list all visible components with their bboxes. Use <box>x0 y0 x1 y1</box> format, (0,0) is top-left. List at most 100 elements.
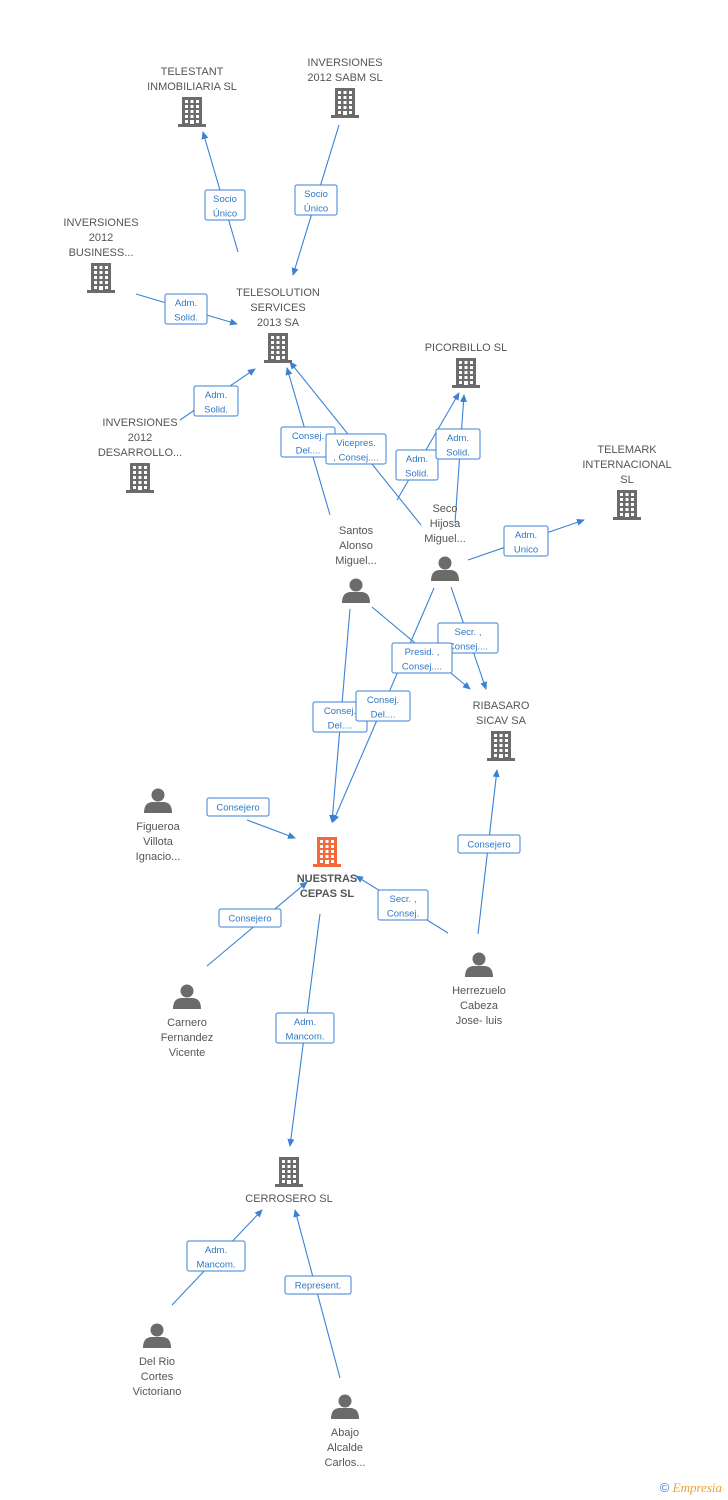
edge-label-text: Adm. <box>294 1017 316 1028</box>
edge-label-carnero-to-nuestras[interactable]: Consejero <box>218 908 282 928</box>
node-abajo[interactable]: AbajoAlcaldeCarlos... <box>325 1394 366 1470</box>
edge-label-seco-to-telesolution[interactable]: Vicepres., Consej.... <box>325 433 387 465</box>
building-icon <box>126 463 154 493</box>
node-ribasaro[interactable]: RIBASARO SICAV SA <box>473 700 530 761</box>
node-label-telesolution: 2013 SA <box>257 317 300 329</box>
node-label-inv2012business: BUSINESS... <box>69 247 134 259</box>
node-label-abajo: Carlos... <box>325 1457 366 1469</box>
node-label-santos: Santos <box>339 525 374 537</box>
edge-label-text: Unico <box>514 545 538 556</box>
edge-label-text: Consejero <box>467 840 510 851</box>
building-icon <box>613 490 641 520</box>
building-icon <box>331 88 359 118</box>
edge-label-abajo-to-cerrosero[interactable]: Represent. <box>284 1275 352 1295</box>
edge-label-text: Adm. <box>175 298 197 309</box>
node-santos[interactable]: SantosAlonsoMiguel... <box>335 525 377 603</box>
building-icon <box>264 333 292 363</box>
node-label-inv2012sabm: INVERSIONES <box>307 57 382 69</box>
edge-label-seco-to-telemark[interactable]: Adm. Unico <box>503 525 549 557</box>
node-label-telesolution: TELESOLUTION <box>236 287 320 299</box>
person-icon <box>465 952 493 977</box>
node-label-santos: Alonso <box>339 540 373 552</box>
edge-label-seco-to-nuestras[interactable]: Consej.Del.... <box>355 690 411 722</box>
building-icon <box>452 358 480 388</box>
edge-label-text: , Consej.... <box>333 453 378 464</box>
edge-label-santos-to-ribasaro[interactable]: Presid. ,Consej.... <box>391 642 453 674</box>
edge-label-figueroa-to-nuestras[interactable]: Consejero <box>206 797 270 817</box>
node-label-seco: Seco <box>432 503 457 515</box>
building-icon <box>275 1157 303 1187</box>
node-label-ribasaro: RIBASARO <box>473 700 530 712</box>
node-label-telemark: TELEMARK <box>597 444 657 456</box>
edge-label-text: Solid. <box>174 313 198 324</box>
edge-label-santos-to-nuestras[interactable]: Consej.Del.... <box>312 701 368 733</box>
node-inv2012sabm[interactable]: INVERSIONES 2012 SABM SL <box>307 57 383 118</box>
node-label-inv2012desarrollo: DESARROLLO... <box>98 447 182 459</box>
edge-label-text: Solid. <box>446 448 470 459</box>
edge-label-text: Represent. <box>295 1281 341 1292</box>
edge-label-delrio-to-cerrosero[interactable]: Adm. Mancom. <box>186 1240 246 1272</box>
node-label-delrio: Cortes <box>141 1371 174 1383</box>
edge-label-text: Único <box>213 209 237 220</box>
node-picorbillo[interactable]: PICORBILLO SL <box>425 342 508 388</box>
node-label-inv2012business: INVERSIONES <box>63 217 138 229</box>
node-label-picorbillo: PICORBILLO SL <box>425 342 508 354</box>
edge-label-nuestras-to-cerrosero[interactable]: Adm.Mancom. <box>275 1012 335 1044</box>
edge-label-box <box>391 642 453 674</box>
edge-label-text: Consej.... <box>402 662 442 673</box>
edge-label-text: Consej. <box>292 431 324 442</box>
building-icon <box>313 837 341 867</box>
edge-label-santos-to-telesolution[interactable]: Consej.Del.... <box>280 426 336 458</box>
edge-label-box <box>186 1240 246 1272</box>
edge-label-box <box>206 797 270 817</box>
node-label-telemark: SL <box>620 474 633 486</box>
node-seco[interactable]: SecoHijosaMiguel... <box>424 503 466 581</box>
edge-label-text: Socio <box>304 189 328 200</box>
node-inv2012business[interactable]: INVERSIONES2012BUSINESS... <box>63 217 139 293</box>
person-icon <box>173 984 201 1009</box>
person-icon <box>144 788 172 813</box>
edge-label-inv2012business-to-telesolution[interactable]: Adm. Solid. <box>164 293 208 325</box>
edge-label-text: Consejero <box>216 803 259 814</box>
edge-label-text: Del.... <box>371 710 396 721</box>
node-figueroa[interactable]: FigueroaVillotaIgnacio... <box>136 788 181 864</box>
node-inv2012desarrollo[interactable]: INVERSIONES2012DESARROLLO... <box>98 417 182 493</box>
edge-labels-layer: SocioÚnicoSocioÚnicoAdm.Solid.Adm.Solid.… <box>164 184 549 1295</box>
node-label-inv2012desarrollo: INVERSIONES <box>102 417 177 429</box>
node-label-figueroa: Figueroa <box>136 821 180 833</box>
node-label-figueroa: Ignacio... <box>136 851 181 863</box>
edge-label-box <box>193 385 239 417</box>
person-icon <box>143 1323 171 1348</box>
person-icon <box>342 578 370 603</box>
edge-label-text: Adm. <box>515 530 537 541</box>
building-icon <box>487 731 515 761</box>
brand-footer[interactable]: © Empresia <box>660 1480 722 1496</box>
edge-label-text: Mancom. <box>196 1260 235 1271</box>
node-label-abajo: Abajo <box>331 1427 359 1439</box>
edge-line-santos-to-picorbillo <box>396 392 460 501</box>
edge-label-herrezuelo-to-ribasaro[interactable]: Consejero <box>457 834 521 854</box>
edge-label-santos-to-picorbillo[interactable]: Adm.Solid. <box>395 449 439 481</box>
node-label-nuestras: NUESTRAS <box>297 873 358 885</box>
edge-label-seco-to-ribasaro[interactable]: Secr. ,Consej.... <box>437 622 499 654</box>
node-label-telestant: INMOBILIARIA SL <box>147 81 237 93</box>
edge-label-text: Adm. <box>205 1245 227 1256</box>
node-label-ribasaro: SICAV SA <box>476 715 527 727</box>
node-label-inv2012sabm: 2012 SABM SL <box>307 72 382 84</box>
edge-label-seco-to-picorbillo[interactable]: Adm. Solid. <box>435 428 481 460</box>
edge-label-text: Adm. <box>447 433 469 444</box>
edge-label-herrezuelo-to-nuestras[interactable]: Secr. ,Consej. <box>377 889 429 921</box>
node-cerrosero[interactable]: CERROSERO SL <box>245 1157 333 1205</box>
edge-label-inv2012desarrollo-to-telesolution[interactable]: Adm.Solid. <box>193 385 239 417</box>
